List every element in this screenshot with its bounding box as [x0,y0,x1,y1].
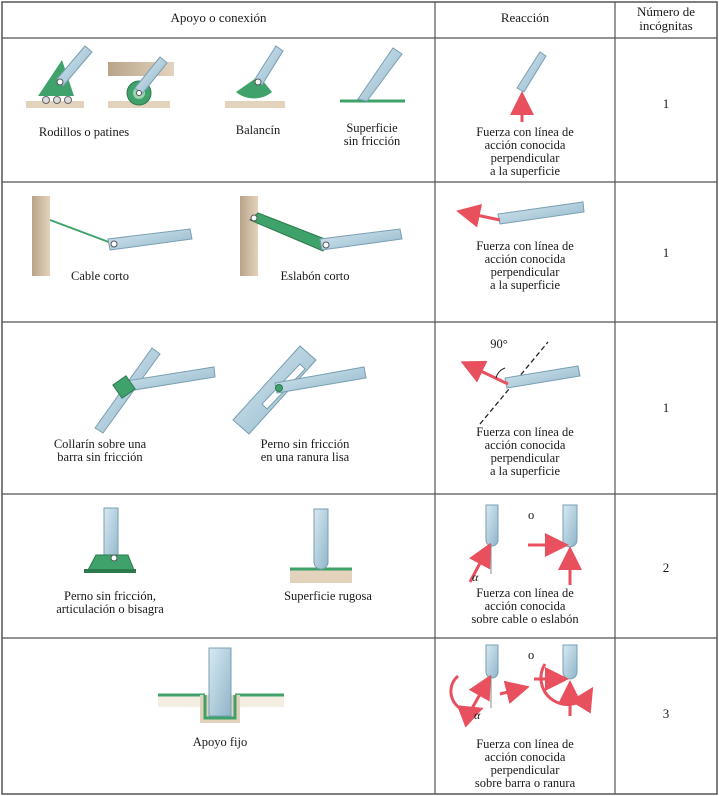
caption-rocker: Balancín [235,123,281,137]
reaction-text-3-line1: Fuerza con línea de [476,425,574,439]
caption-frictionless-surface-2: sin fricción [343,134,401,148]
reaction-text-1-line1: Fuerza con línea de [476,125,574,139]
caption-frictionless-surface-1: Superficie [346,121,398,135]
caption-short-cable: Cable corto [71,269,129,283]
reaction-text-5-line3: perpendicular [490,763,560,777]
caption-collar-2: barra sin fricción [57,450,143,464]
fixed-support-figure [158,647,284,723]
caption-collar-1: Collarín sobre una [53,437,147,451]
reaction-text-5-line2: acción conocida [484,750,566,764]
collar-figure [94,347,216,434]
reaction-text-3-line2: acción conocida [484,438,566,452]
rocker-figure [225,45,285,108]
header-unknowns-line2: incógnitas [639,18,693,33]
unknowns-row-5: 3 [662,706,670,721]
reaction-figure-2 [456,201,585,228]
reaction-text-2-line4: a la superficie [489,278,561,292]
reaction-figure-1 [510,51,547,122]
unknowns-row-4: 2 [662,560,670,575]
short-cable-figure [32,196,193,276]
caption-rollers: Rodillos o patines [38,125,130,139]
caption-pin-slot-1: Perno sin fricción [260,437,350,451]
reaction-figure-3 [460,341,581,425]
pin-slot-figure [232,345,367,435]
reaction-text-2-line1: Fuerza con línea de [476,239,574,253]
reaction-text-2-line3: perpendicular [490,265,560,279]
angle-label: 90° [490,337,508,351]
reaction-text-1-line2: acción conocida [484,138,566,152]
reaction-figure-5 [449,644,594,728]
reaction-text-4-line2: acción conocida [484,599,566,613]
caption-pin-hinge-1: Perno sin fricción, [64,589,156,603]
alpha-row-5: α [474,708,481,722]
unknowns-row-2: 1 [662,245,670,260]
or-word-row-4: o [528,508,535,522]
pin-hinge-figure [84,507,136,573]
reaction-text-3-line3: perpendicular [490,451,560,465]
caption-pin-hinge-2: articulación o bisagra [56,602,164,616]
reaction-figure-4 [468,504,582,585]
unknowns-row-1: 1 [662,96,670,111]
header-support: Apoyo o conexión [170,10,267,25]
caption-fixed-support: Apoyo fijo [192,735,248,749]
reaction-text-5-line4: sobre barra o ranura [474,776,576,790]
unknowns-row-3: 1 [662,400,670,415]
or-word-row-5: o [528,648,535,662]
reaction-text-5-line1: Fuerza con línea de [476,737,574,751]
short-link-figure [240,196,403,276]
caption-short-link: Eslabón corto [280,269,350,283]
header-reaction: Reacción [500,10,550,25]
reaction-text-4-line3: sobre cable o eslabón [471,612,579,626]
caption-rough-surface: Superficie rugosa [284,589,372,603]
reaction-text-1-line3: perpendicular [490,151,560,165]
caption-pin-slot-2: en una ranura lisa [260,450,350,464]
header-unknowns-line1: Número de [636,4,696,19]
frictionless-surface-figure [340,47,405,103]
rough-surface-figure [290,508,352,583]
reaction-text-1-line4: a la superficie [489,164,561,178]
reaction-text-2-line2: acción conocida [484,252,566,266]
rollers-figure [26,45,174,108]
alpha-row-4: α [472,570,479,584]
reaction-text-4-line1: Fuerza con línea de [476,586,574,600]
reaction-text-3-line4: a la superficie [489,464,561,478]
